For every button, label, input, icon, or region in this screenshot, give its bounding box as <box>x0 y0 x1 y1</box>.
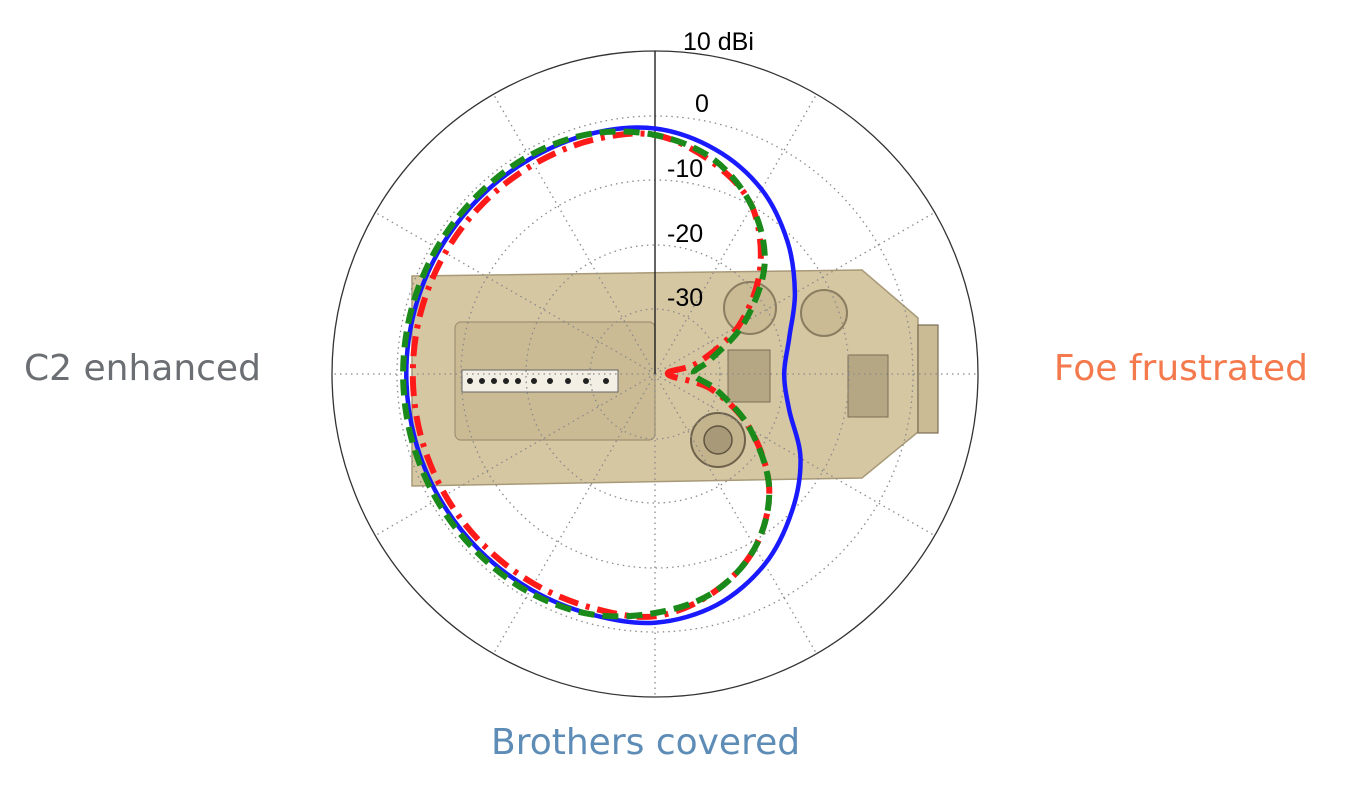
grid-ring-minus30 <box>589 308 721 440</box>
brothers-covered-label: Brothers covered <box>491 722 801 763</box>
r-tick-minus10: -10 <box>667 155 703 183</box>
vehicle-bench-rail <box>461 369 619 393</box>
vehicle-hatch-front-right <box>800 289 848 337</box>
pattern-series-dashed-line <box>400 128 773 620</box>
r-tick-minus30: -30 <box>667 284 703 312</box>
grid-ring-0 <box>396 115 914 633</box>
pattern-series-solid-line <box>404 125 803 626</box>
c2-enhanced-label: C2 enhanced <box>24 348 261 389</box>
vehicle-engine-grille-left <box>727 349 771 403</box>
vehicle-bench-dots <box>467 378 609 384</box>
r-tick-minus20: -20 <box>667 220 703 248</box>
r-tick-10: 10 dBi <box>683 28 754 56</box>
vehicle-commander-hatch-inner <box>703 425 733 455</box>
vehicle-bumper <box>917 324 939 434</box>
r-tick-0: 0 <box>695 90 709 118</box>
pattern-series-layer <box>400 125 803 626</box>
foe-frustrated-label: Foe frustrated <box>1053 348 1308 389</box>
vehicle-engine-grille-right <box>847 354 889 418</box>
